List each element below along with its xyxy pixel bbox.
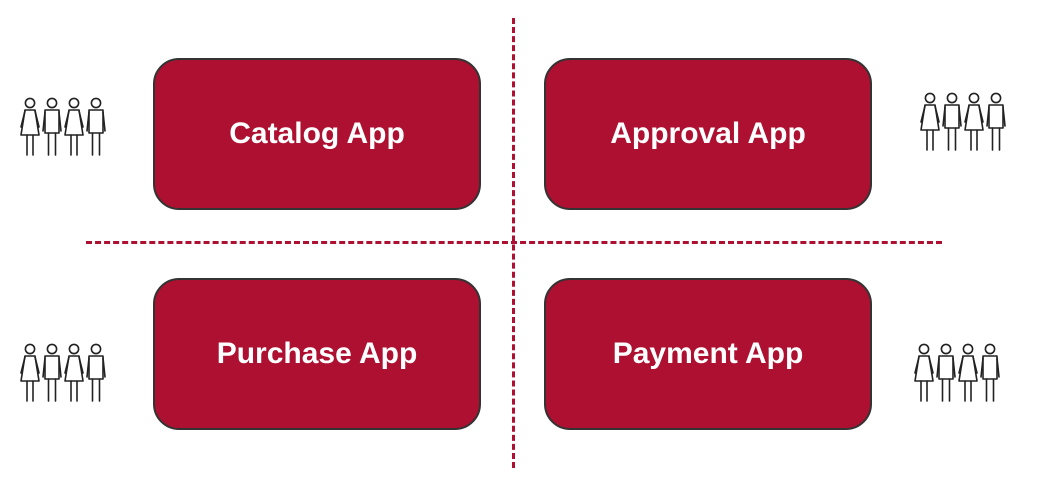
woman-icon [64, 97, 84, 156]
people-group-icon [914, 343, 1000, 402]
man-icon [980, 343, 1000, 402]
woman-icon [914, 343, 934, 402]
man-icon [86, 343, 106, 402]
woman-icon [920, 92, 940, 151]
approval-app-box[interactable]: Approval App [544, 58, 872, 210]
catalog-app-label: Catalog App [229, 117, 405, 150]
man-icon [42, 343, 62, 402]
people-group-icon [20, 97, 106, 156]
man-icon [42, 97, 62, 156]
payment-app-label: Payment App [612, 337, 804, 370]
people-group-icon [20, 343, 106, 402]
woman-icon [20, 97, 40, 156]
approval-app-label: Approval App [610, 117, 806, 150]
woman-icon [20, 343, 40, 402]
woman-icon [64, 343, 84, 402]
man-icon [936, 343, 956, 402]
purchase-app-label: Purchase App [216, 337, 418, 370]
horizontal-divider [86, 241, 942, 244]
people-group-icon [920, 92, 1006, 151]
woman-icon [964, 92, 984, 151]
woman-icon [958, 343, 978, 402]
man-icon [86, 97, 106, 156]
man-icon [942, 92, 962, 151]
purchase-app-box[interactable]: Purchase App [153, 278, 481, 430]
man-icon [986, 92, 1006, 151]
catalog-app-box[interactable]: Catalog App [153, 58, 481, 210]
payment-app-box[interactable]: Payment App [544, 278, 872, 430]
